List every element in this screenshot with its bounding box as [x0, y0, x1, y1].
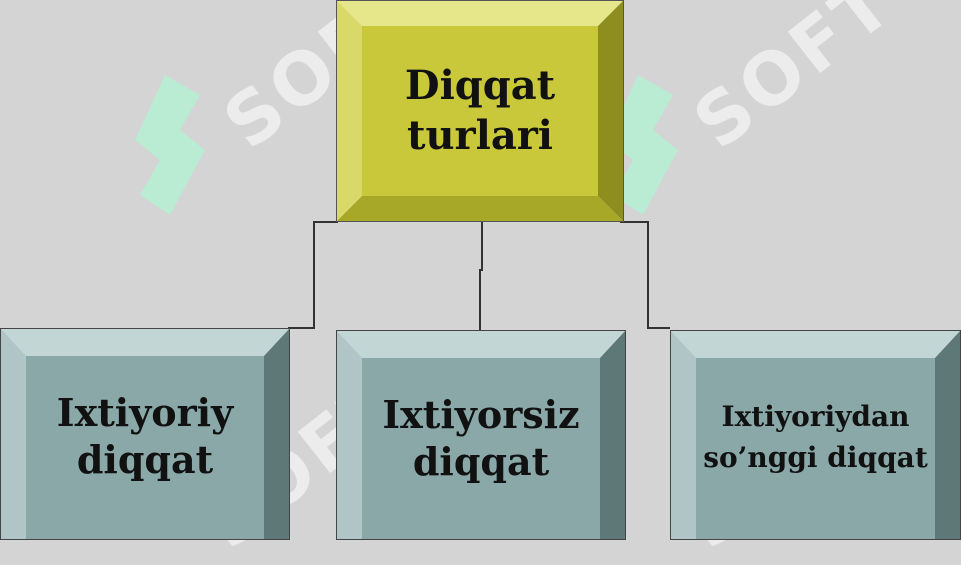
connector-left: [288, 221, 338, 329]
child-label-line1: Ixtiyoriydan: [721, 400, 910, 434]
child-bevel: [670, 330, 961, 540]
root-node: Diqqat turlari: [336, 0, 624, 222]
child-label: Ixtiyoriy diqqat: [26, 356, 264, 516]
connectors: [288, 221, 670, 330]
child-node-ixtiyorsiz: Ixtiyorsiz diqqat: [336, 330, 626, 540]
root-label-line2: turlari: [406, 112, 553, 159]
child-node-ixtiyoriydan: Ixtiyoriydan so’nggi diqqat: [670, 330, 961, 540]
child-node-ixtiyoriy: Ixtiyoriy diqqat: [0, 328, 290, 540]
child-label: Ixtiyoriydan so’nggi diqqat: [696, 358, 935, 518]
child-label-line1: Ixtiyoriy: [56, 389, 234, 435]
child-label: Ixtiyorsiz diqqat: [362, 358, 600, 518]
child-label-line2: diqqat: [76, 437, 214, 482]
child-bevel: [0, 328, 290, 540]
child-label-line1: Ixtiyorsiz: [382, 391, 580, 437]
connector-right: [620, 221, 670, 329]
child-label-line2: so’nggi diqqat: [703, 441, 928, 474]
root-bevel: [336, 0, 624, 222]
root-label-line1: Diqqat: [404, 62, 556, 109]
connector-middle: [479, 222, 483, 330]
child-bevel: [336, 330, 626, 540]
root-label: Diqqat turlari: [362, 26, 598, 196]
child-label-line2: diqqat: [412, 439, 550, 484]
